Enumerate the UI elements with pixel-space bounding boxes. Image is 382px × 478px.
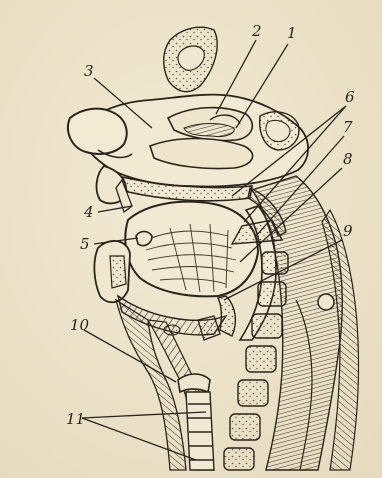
label-1: 1 — [287, 24, 297, 42]
label-11: 11 — [66, 410, 85, 428]
label-9: 9 — [343, 222, 353, 240]
label-8: 8 — [343, 150, 353, 168]
label-7: 7 — [343, 118, 353, 136]
label-2: 2 — [251, 22, 262, 40]
label-10: 10 — [70, 316, 90, 334]
label-3: 3 — [84, 62, 94, 80]
tongue — [125, 202, 258, 297]
label-6: 6 — [345, 88, 355, 106]
label-4: 4 — [83, 203, 94, 221]
label-5: 5 — [80, 235, 90, 253]
